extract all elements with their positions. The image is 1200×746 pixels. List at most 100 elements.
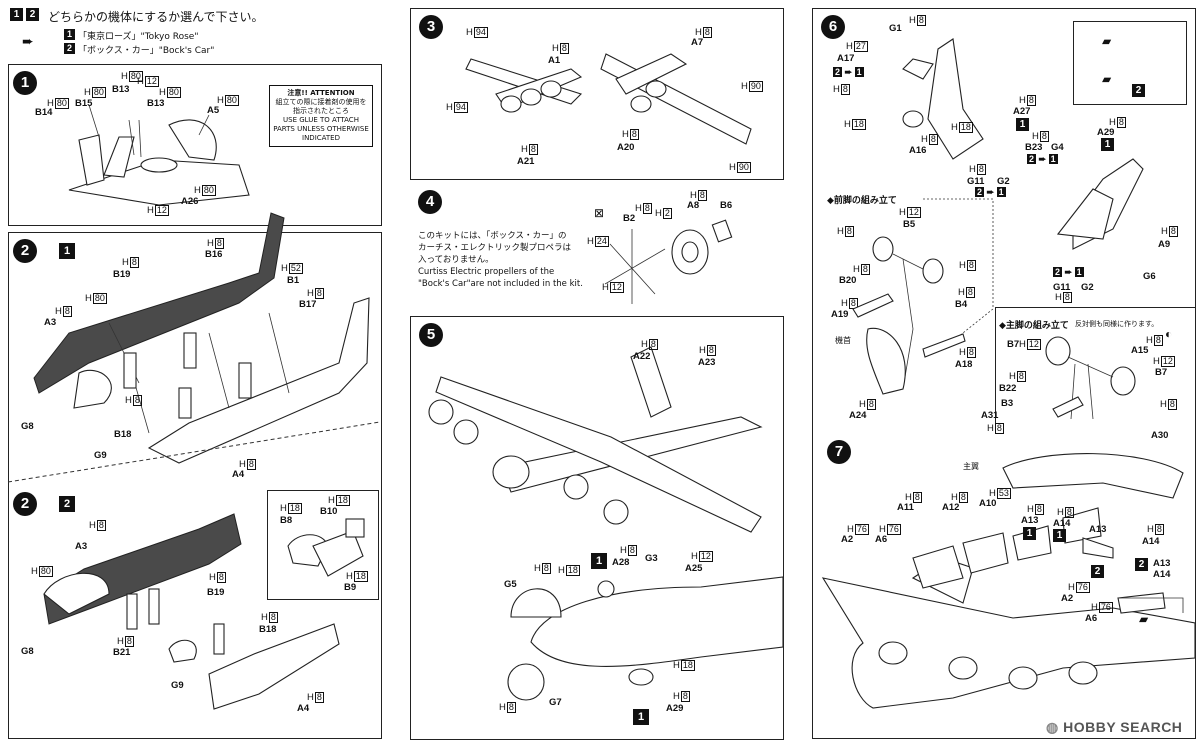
label-a16: A16 (909, 145, 927, 156)
label-g6: G6 (1143, 271, 1156, 282)
label-g2: G2 (997, 176, 1010, 187)
label-a13: A13 (1021, 515, 1039, 526)
label-a9: A9 (1158, 239, 1171, 250)
label-a6: A6 (875, 534, 888, 545)
step6-detail-box: ▰ ▰ 2 (1073, 21, 1187, 105)
step2b-variant: 2 (59, 496, 75, 512)
marking-icon: ▰ (1102, 72, 1112, 86)
label-a26: A26 (181, 196, 199, 207)
label-a3: A3 (44, 317, 57, 328)
label-a19: A19 (831, 309, 849, 320)
label-b22: B22 (999, 383, 1017, 394)
label-b15: B15 (75, 98, 93, 109)
step4-note: このキットには、「ボックス・カー」の カーチス・エレクトリック製プロペラは 入っ… (418, 230, 583, 290)
label-a13: A13 (1153, 558, 1171, 569)
marking-icon: ▰ (1102, 34, 1112, 48)
label-g1: G1 (889, 23, 902, 34)
note-en-1: Curtiss Electric propellers of the (418, 267, 555, 277)
label-a24: A24 (849, 410, 867, 421)
option2-text: 「ボックス・カー」"Bock's Car" (78, 46, 215, 56)
label-a18: A18 (955, 359, 973, 370)
label-b1: B1 (287, 275, 300, 286)
label-a2: A2 (841, 534, 854, 545)
label-b5: B5 (903, 219, 916, 230)
label-a2: A2 (1061, 593, 1074, 604)
step4-number: 4 (418, 190, 442, 214)
attention-en: USE GLUE TO ATTACH PARTS UNLESS OTHERWIS… (273, 116, 369, 142)
variant-choice: 2 ➨ 1 (1027, 154, 1058, 164)
step2a-fuselage-drawing (33, 212, 370, 464)
step2b-number: 2 (13, 492, 37, 516)
label-g9: G9 (171, 680, 184, 691)
label-g8: G8 (21, 646, 34, 657)
label-b23: B23 (1025, 142, 1043, 153)
glue-icon: ⊠ (594, 206, 605, 220)
note-jp-3: 入っておりません。 (418, 255, 494, 265)
option1-num: 1 (64, 29, 75, 40)
step2b-fuselage-drawing (43, 513, 340, 710)
front-gear-title: ◆前脚の組み立て (827, 196, 897, 206)
step3-number: 3 (419, 15, 443, 39)
variant-1-badge: 1 (1053, 529, 1066, 542)
label-a17: A17 (837, 53, 855, 64)
label-g7: G7 (549, 697, 562, 708)
watermark-text: HOBBY SEARCH (1063, 719, 1183, 735)
variant-1-badge: 1 (633, 709, 649, 725)
note-en-2: "Bock's Car"are not included in the kit. (418, 279, 583, 289)
step5-number: 5 (419, 323, 443, 347)
label-a22: A22 (633, 351, 651, 362)
label-b18: B18 (114, 429, 132, 440)
label-b16: B16 (205, 249, 223, 260)
label-b18: B18 (259, 624, 277, 635)
label-a12: A12 (942, 502, 960, 513)
step4-propeller-drawing (604, 219, 733, 304)
label-a27: A27 (1013, 106, 1031, 117)
label-a14: A14 (1153, 569, 1171, 580)
label-a20: A20 (617, 142, 635, 153)
variant-choice: 2 ➨ 1 (1053, 267, 1084, 277)
variant-1-badge: 1 (1023, 527, 1036, 540)
variant-1-badge: 1 (1016, 118, 1029, 131)
label-g3: G3 (645, 553, 658, 564)
step2a-number: 2 (13, 239, 37, 263)
option1-text: 「東京ローズ」"Tokyo Rose" (78, 32, 199, 42)
attention-box: 注意!! ATTENTION 組立ての際に接着剤の使用を指示されたところ USE… (269, 85, 373, 147)
